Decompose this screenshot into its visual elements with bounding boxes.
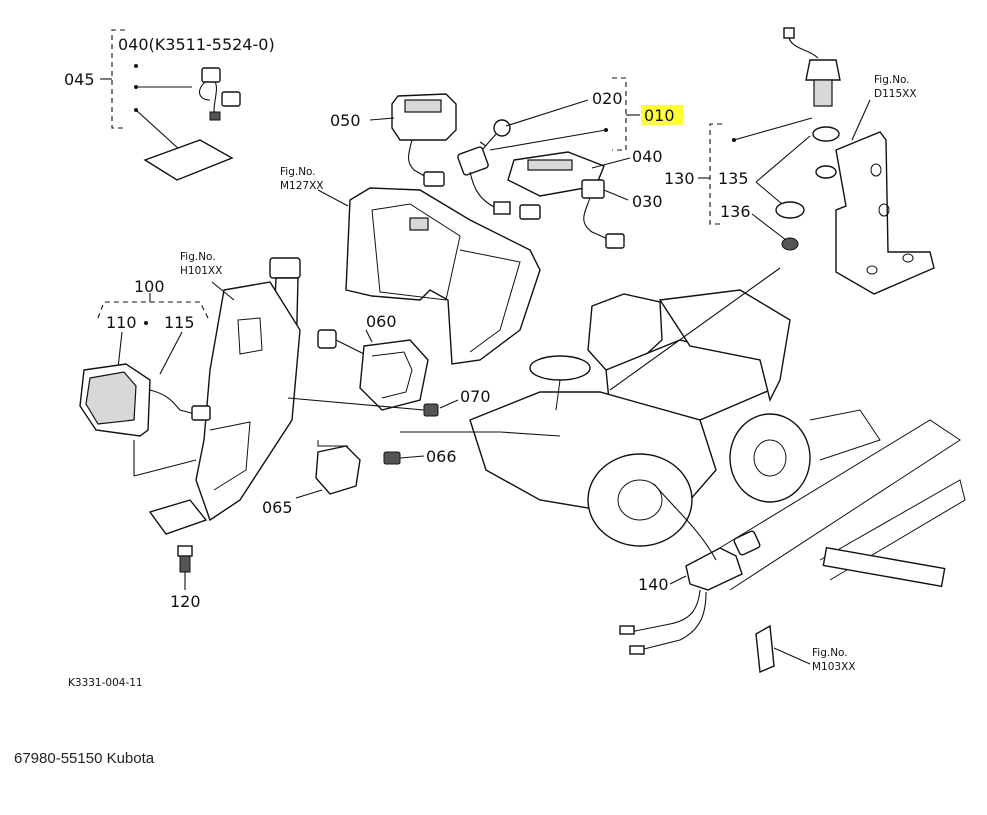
callout-030: 030 xyxy=(632,192,663,211)
reflector-bracket-group xyxy=(698,27,935,295)
callout-045: 045 xyxy=(64,70,95,89)
callout-100: 100 xyxy=(134,277,165,296)
callout-020: 020 xyxy=(592,89,623,108)
headlight-lamp-part xyxy=(79,363,211,437)
ignition-key-part xyxy=(479,119,511,151)
key-switch-part xyxy=(457,146,541,220)
fig-ref-h101-line1: Fig.No. xyxy=(180,251,216,263)
wire-harness-part xyxy=(199,67,241,121)
callout-050: 050 xyxy=(330,111,361,130)
instruction-sheet-part xyxy=(143,139,234,181)
fig-ref-m127-line2: M127XX xyxy=(280,180,324,192)
meter-panel-part xyxy=(507,151,605,197)
callout-040: 040 xyxy=(632,147,663,166)
mower-body xyxy=(400,267,966,591)
callout-136: 136 xyxy=(720,202,751,221)
callout-110: 110 xyxy=(106,313,137,332)
fig-ref-m127-line1: Fig.No. xyxy=(280,166,316,178)
callout-120: 120 xyxy=(170,592,201,611)
relay-065-part xyxy=(315,445,361,495)
callout-070: 070 xyxy=(460,387,491,406)
hour-meter-part xyxy=(391,93,457,187)
callout-066: 066 xyxy=(426,447,457,466)
callout-130: 130 xyxy=(664,169,695,188)
lamp-connector-part xyxy=(581,179,625,249)
fig-ref-m103-line2: M103XX xyxy=(812,661,856,673)
relay-assembly xyxy=(295,440,425,499)
switch-assembly xyxy=(287,329,459,417)
headlight-group xyxy=(79,293,211,477)
dashboard-cover xyxy=(317,187,541,365)
callout-060: 060 xyxy=(366,312,397,331)
highlight-010 xyxy=(641,105,683,125)
wiring-kit-group xyxy=(100,29,241,181)
seat-switch-group xyxy=(619,483,811,674)
callout-065: 065 xyxy=(262,498,293,517)
steering-column xyxy=(148,257,301,535)
fig-ref-d115-line1: Fig.No. xyxy=(874,74,910,86)
callout-labels: 040(K3511-5524-0) 045 020 010 050 040 03… xyxy=(64,35,751,611)
dash-cluster xyxy=(369,77,640,249)
bolt-120-part xyxy=(177,545,193,590)
light-switch-part xyxy=(317,329,429,411)
figure-references: Fig.No. D115XX Fig.No. M127XX Fig.No. H1… xyxy=(180,74,917,673)
callout-135: 135 xyxy=(718,169,749,188)
drawing-code: K3331-004-11 xyxy=(68,677,143,689)
nut-070-part xyxy=(423,403,439,417)
callout-115: 115 xyxy=(164,313,195,332)
fig-ref-h101-line2: H101XX xyxy=(180,265,222,277)
callout-040-group: 040(K3511-5524-0) xyxy=(118,35,275,54)
part-caption: 67980-55150 Kubota xyxy=(14,750,155,767)
fig-ref-m103-line1: Fig.No. xyxy=(812,647,848,659)
fig-ref-d115-line2: D115XX xyxy=(874,88,917,100)
callout-010[interactable]: 010 xyxy=(644,106,675,125)
callout-140: 140 xyxy=(638,575,669,594)
bolt-066-part xyxy=(383,451,401,465)
